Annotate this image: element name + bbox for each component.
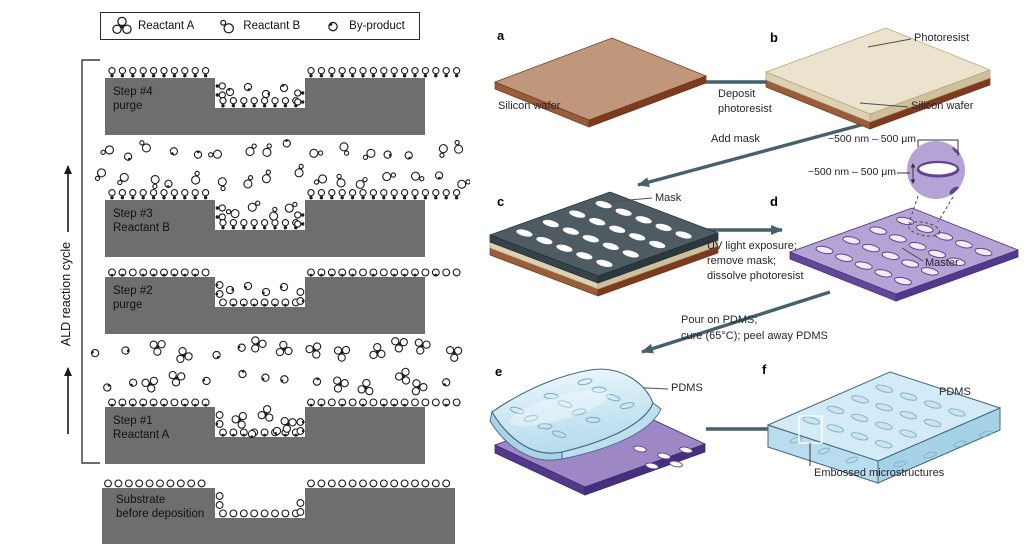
ald-substrate-block — [102, 488, 455, 544]
panel-letter-d: d — [770, 194, 778, 209]
reactant-a-icon — [112, 16, 132, 34]
photoresist-on-wafer-b — [765, 27, 991, 130]
ald-diagram-svg — [64, 59, 470, 544]
pour-pdms-text: Pour on PDMS; cure (65°C); peel away PDM… — [681, 314, 828, 342]
dim-side-label: ~500 nm – 500 μm — [807, 166, 896, 178]
deposit-photoresist-text: Deposit photoresist — [718, 88, 772, 115]
panel-letter-f: f — [762, 362, 767, 377]
byproduct-icon — [328, 21, 338, 32]
ald-cycle-bracket — [81, 59, 100, 464]
ald-step-block-4 — [105, 78, 425, 135]
label-pdms-e: PDMS — [671, 382, 703, 394]
legend-label: Reactant A — [138, 20, 195, 32]
dimension-lines — [897, 139, 959, 184]
add-mask-text: Add mask — [711, 133, 760, 145]
legend-item-reactant-b: Reactant B — [216, 15, 300, 37]
legend-item-reactant-a: Reactant A — [111, 15, 194, 37]
uv-exposure-text: UV light exposure; remove mask; dissolve… — [707, 240, 804, 282]
label-pdms-f: PDMS — [939, 386, 971, 398]
ald-step-block-3 — [105, 200, 425, 257]
panel-letter-e: e — [495, 364, 503, 379]
ald-axis-label: ALD reaction cycle — [59, 241, 73, 347]
master-d — [788, 195, 1020, 302]
legend-item-byproduct: By-product — [322, 15, 405, 37]
ald-molecules — [90, 67, 470, 518]
ald-step-block-2 — [105, 277, 425, 334]
label-silicon-wafer-b: Silicon wafer — [911, 100, 974, 112]
dim-top-label: ~500 nm – 500 μm — [827, 133, 916, 145]
label-silicon-wafer-a: Silicon wafer — [498, 100, 561, 112]
panel-letter-c: c — [497, 194, 505, 209]
silicon-wafer-a — [494, 37, 707, 128]
ald-step-block-1 — [105, 407, 425, 464]
master-inset-magnifier — [907, 141, 965, 199]
label-embossed-microstructures: Embossed microstructures — [814, 467, 945, 479]
pdms-slab-f — [766, 371, 1002, 484]
lithography-svg — [488, 27, 1020, 496]
panel-letter-b: b — [770, 30, 778, 45]
label-photoresist: Photoresist — [914, 32, 970, 44]
panel-letter-a: a — [497, 28, 505, 43]
label-master: Master — [925, 257, 959, 269]
pdms-peel-e — [489, 368, 707, 496]
legend-box: Reactant A Reactant B By-product — [100, 12, 420, 40]
reactant-b-icon — [220, 19, 235, 34]
legend-label: Reactant B — [243, 20, 301, 32]
mask-on-stack-c — [488, 191, 720, 297]
label-mask: Mask — [655, 192, 682, 204]
legend-label: By-product — [349, 20, 405, 32]
ald-substrate-blocks — [102, 78, 455, 544]
